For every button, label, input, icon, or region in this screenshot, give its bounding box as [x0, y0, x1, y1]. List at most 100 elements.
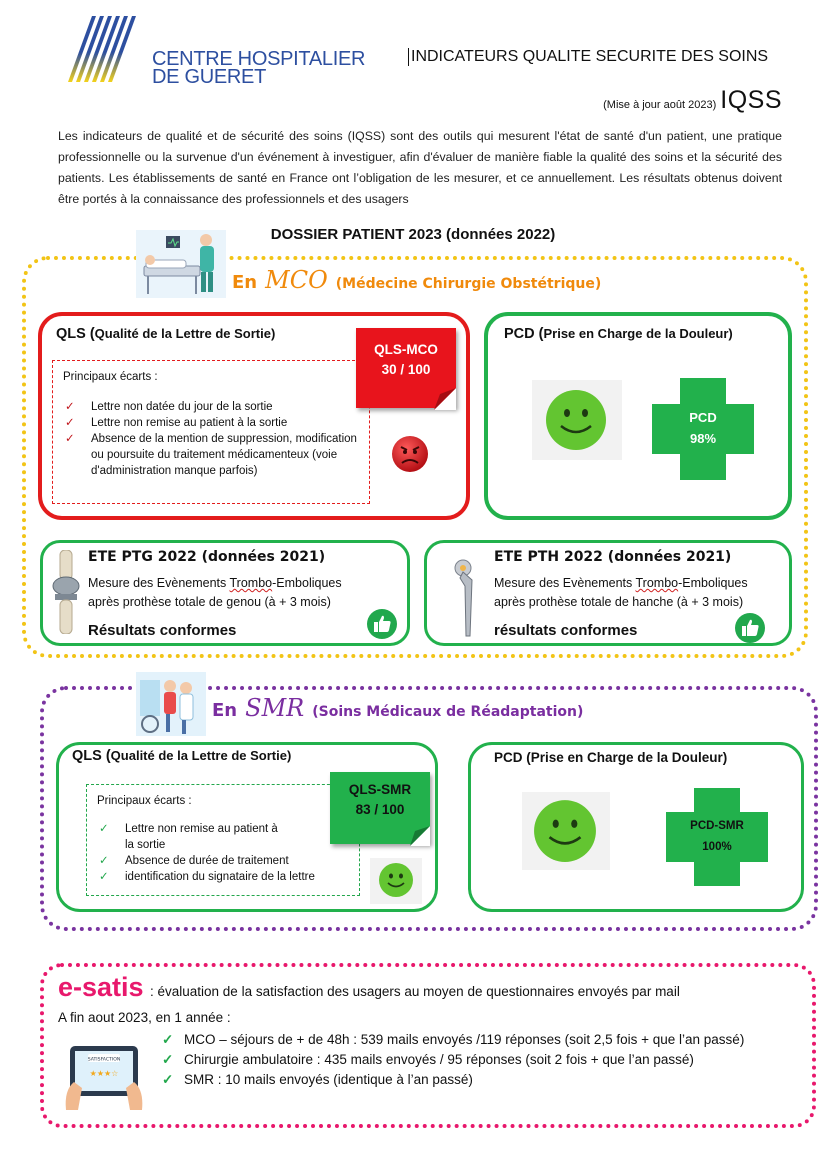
ete-ptg-desc-line2: après prothèse totale de genou (à + 3 mo… — [88, 595, 331, 609]
stamp-folded-corner-icon — [434, 388, 456, 410]
thumbs-up-icon — [735, 613, 765, 643]
knee-prosthesis-icon — [52, 550, 80, 634]
ete-pth-title: ETE PTH 2022 (données 2021) — [494, 549, 732, 565]
smr-pcd-title: PCD (Prise en Charge de la Douleur) — [494, 750, 728, 765]
smr-heading-en: En — [212, 700, 238, 721]
ete-ptg-result: Résultats conformes — [88, 622, 237, 639]
esatis-subtitle: : évaluation de la satisfaction des usag… — [150, 984, 680, 999]
ete-ptg-desc-rest: -Emboliques — [272, 576, 342, 590]
pcd-mco-cross-text: PCD 98% — [652, 407, 754, 449]
smr-qls-title-sub: Qualité de la Lettre de Sortie) — [110, 748, 292, 763]
logo-line-2: DE GUERET — [152, 66, 266, 88]
dossier-title: DOSSIER PATIENT 2023 (données 2022) — [270, 226, 556, 243]
green-check-icon: ✓ — [162, 1032, 174, 1047]
green-check-icon: ✓ — [162, 1072, 174, 1087]
red-check-icon: ✓ — [65, 433, 75, 445]
iqss-acronym: IQSS — [720, 86, 782, 114]
pcd-smr-cross-value: 100% — [702, 841, 732, 853]
ete-pth-card — [424, 540, 792, 646]
gap-text: Lettre non remise au patient à la sortie — [91, 417, 288, 429]
ete-ptg-title: ETE PTG 2022 (données 2021) — [88, 549, 326, 565]
list-item: ✓ Chirurgie ambulatoire : 435 mails envoy… — [162, 1050, 782, 1070]
mco-qls-gaps-box: Principaux écarts : ✓ Lettre non datée du… — [52, 360, 370, 504]
mco-pcd-title: PCD (Prise en Charge de la Douleur) — [504, 326, 733, 342]
mco-heading: En MCO (Médecine Chirurgie Obstétrique) — [232, 266, 601, 294]
logo-line-1: CENTRE HOSPITALIER — [152, 48, 366, 70]
pcd-smr-cross-badge: PCD-SMR 100% — [666, 788, 768, 886]
ete-ptg-card — [40, 540, 410, 646]
green-check-icon: ✓ — [99, 871, 109, 883]
esatis-item-text: Chirurgie ambulatoire : 435 mails envoyé… — [184, 1052, 694, 1067]
esatis-item-text: SMR : 10 mails envoyés (identique à l’an… — [184, 1072, 473, 1087]
stamp-folded-corner-icon — [410, 826, 430, 846]
smr-qls-gaps-box: Principaux écarts : ✓ Lettre non remise a… — [86, 784, 360, 896]
mco-section-frame — [22, 256, 808, 658]
ete-pth-desc-underlined: Trombo — [635, 576, 679, 590]
rehabilitation-illustration-icon — [136, 672, 206, 736]
mco-qls-title-sub: Qualité de la Lettre de Sortie) — [94, 326, 276, 341]
mco-qls-gaps-title: Principaux écarts : — [63, 371, 158, 383]
mco-heading-acronym: MCO — [265, 266, 328, 294]
list-item: ✓ MCO – séjours de + de 48h : 539 mails e… — [162, 1030, 782, 1050]
list-item: ✓ identification du signataire de la lett… — [97, 869, 349, 885]
list-item: ✓ Absence de la mention de suppression, m… — [63, 431, 359, 479]
gap-text: Lettre non datée du jour de la sortie — [91, 401, 273, 413]
esatis-list: ✓ MCO – séjours de + de 48h : 539 mails e… — [162, 1030, 782, 1090]
list-item: ✓ SMR : 10 mails envoyés (identique à l’a… — [162, 1070, 782, 1090]
pcd-mco-cross-value: 98% — [689, 431, 717, 446]
qls-smr-stamp-label: QLS-SMR — [348, 782, 412, 797]
smr-qls-gaps-list: ✓ Lettre non remise au patient à la sorti… — [97, 821, 349, 885]
gap-text: identification du signataire de la lettr… — [125, 871, 315, 883]
mco-qls-gaps-list: ✓ Lettre non datée du jour de la sortie ✓… — [63, 399, 359, 479]
qls-mco-stamp-label: QLS-MCO — [374, 342, 438, 357]
list-item: ✓ Lettre non datée du jour de la sortie — [63, 399, 359, 415]
ete-pth-desc-line1: Mesure des Evènements Trombo-Emboliques — [494, 574, 748, 593]
pcd-mco-cross-label: PCD — [689, 410, 717, 425]
hospital-bed-illustration-icon — [136, 230, 226, 298]
ete-ptg-desc-line1: Mesure des Evènements Trombo-Emboliques — [88, 574, 342, 593]
red-check-icon: ✓ — [65, 401, 75, 413]
qls-mco-stamp-value: 30 / 100 — [381, 362, 431, 377]
qls-smr-score-stamp: QLS-SMR 83 / 100 — [330, 772, 430, 844]
smr-heading-full: (Soins Médicaux de Réadaptation) — [312, 704, 584, 720]
ete-ptg-desc-underlined: Trombo — [229, 576, 273, 590]
esatis-title: e-satis — [58, 972, 144, 1002]
mco-pcd-title-main: PCD ( — [504, 326, 544, 342]
gap-text: Absence de la mention de suppression, mo… — [91, 433, 357, 477]
smr-qls-gaps-title: Principaux écarts : — [97, 795, 192, 807]
smr-qls-title: QLS (Qualité de la Lettre de Sortie) — [72, 748, 291, 764]
list-item: ✓ Absence de durée de traitement — [97, 853, 349, 869]
qls-mco-score-stamp: QLS-MCO 30 / 100 — [356, 328, 456, 408]
ete-pth-description: Mesure des Evènements Trombo-Emboliques … — [494, 574, 748, 612]
esatis-item-text: MCO – séjours de + de 48h : 539 mails en… — [184, 1032, 745, 1047]
pcd-mco-cross-badge: PCD 98% — [652, 378, 754, 480]
pcd-smr-cross-label: PCD-SMR — [690, 820, 744, 832]
smr-qls-title-main: QLS ( — [72, 748, 111, 764]
update-line: (Mise à jour août 2023) IQSS — [603, 86, 782, 115]
happy-face-icon — [534, 800, 596, 862]
cross-horizontal — [666, 812, 768, 862]
document-title: INDICATEURS QUALITE SECURITE DES SOINS — [408, 48, 768, 66]
mco-heading-full: (Médecine Chirurgie Obstétrique) — [335, 276, 602, 292]
ete-pth-desc-rest: -Emboliques — [678, 576, 748, 590]
smr-heading: En SMR (Soins Médicaux de Réadaptation) — [212, 694, 583, 722]
gap-text: Absence de durée de traitement — [125, 855, 289, 867]
mco-heading-en: En — [232, 272, 258, 293]
hip-prosthesis-icon — [454, 559, 473, 637]
smr-section-frame — [40, 686, 818, 931]
list-item: ✓Lettre non remise au patient à la sorti… — [97, 821, 287, 853]
red-check-icon: ✓ — [65, 417, 75, 429]
ete-ptg-desc-prefix: Mesure des Evènements — [88, 576, 230, 590]
intro-paragraph: Les indicateurs de qualité et de sécurit… — [58, 129, 782, 206]
cross-horizontal — [652, 404, 754, 454]
mco-qls-title: QLS (Qualité de la Lettre de Sortie) — [56, 326, 275, 342]
hospital-logo-stripes-icon — [68, 16, 136, 82]
ete-ptg-description: Mesure des Evènements Trombo-Emboliques … — [88, 574, 342, 612]
update-date: (Mise à jour août 2023) — [603, 99, 717, 111]
green-check-icon: ✓ — [162, 1052, 174, 1067]
gap-text: Lettre non remise au patient à la sortie — [125, 823, 278, 851]
ete-pth-desc-line2: après prothèse totale de hanche (à + 3 m… — [494, 595, 744, 609]
green-check-icon: ✓ — [99, 855, 109, 867]
mco-pcd-title-sub: Prise en Charge de la Douleur) — [543, 326, 733, 341]
svg-text:★★★☆: ★★★☆ — [90, 1069, 119, 1078]
